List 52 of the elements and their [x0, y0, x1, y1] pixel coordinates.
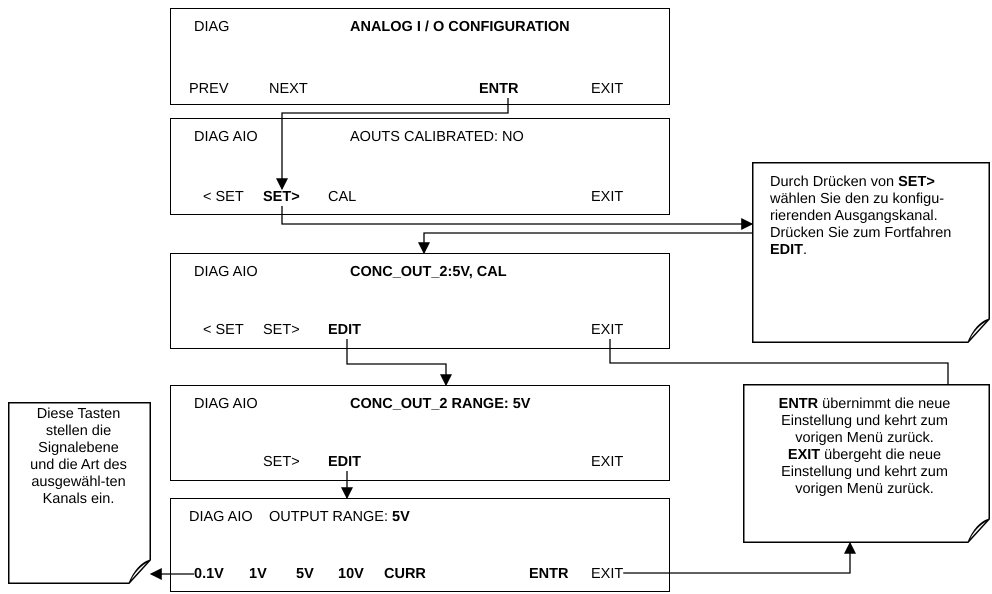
screen-heading: ANALOG I / O CONFIGURATION: [350, 19, 570, 36]
screen-heading: OUTPUT RANGE: 5V: [269, 509, 410, 526]
key-label: SET>: [263, 322, 300, 339]
screen-heading: DIAG AIO: [194, 264, 258, 281]
key-label: SET>: [263, 454, 300, 471]
screen-heading: DIAG AIO: [189, 509, 253, 526]
key-label: 5V: [296, 566, 314, 583]
arrow: [623, 542, 856, 574]
arrow: [276, 98, 509, 190]
key-label: < SET: [203, 189, 244, 206]
arrow: [346, 339, 452, 386]
display-screen: [170, 118, 670, 215]
key-label: NEXT: [269, 81, 308, 98]
note-text: ENTR übernimmt die neue Einstellung und kehrt zum vorigen Menü zurück.: [778, 396, 952, 447]
key-label: ENTR: [529, 566, 568, 583]
display-screen: [170, 385, 670, 481]
display-screen: [170, 8, 670, 105]
display-screen: [170, 253, 670, 349]
arrow: [341, 471, 353, 500]
note-card: [752, 162, 990, 343]
key-label: SET>: [263, 189, 300, 206]
screen-heading: DIAG: [194, 19, 230, 36]
key-label: EXIT: [591, 322, 624, 339]
key-label: EXIT: [591, 566, 624, 583]
screen-heading: CONC_OUT_2:5V, CAL: [350, 264, 507, 281]
arrow: [150, 568, 194, 580]
key-label: EDIT: [328, 454, 362, 471]
key-label: CAL: [328, 189, 356, 206]
screen-heading: CONC_OUT_2 RANGE: 5V: [350, 396, 530, 413]
screen-heading: DIAG AIO: [194, 129, 258, 146]
note-text: Durch Drücken von SET> wählen Sie den zu konfigu-rierenden Ausgangskanal. Drücken Sie zum Fortfahren EDIT.: [770, 174, 952, 259]
note-text: Diese Tasten stellen die Signalebene und die Art des ausgewähl-ten Kanals ein.: [29, 406, 128, 508]
key-label: 1V: [249, 566, 267, 583]
note-text: EXIT übergeht die neue Einstellung und kehrt zum vorigen Menü zurück.: [780, 447, 949, 498]
screen-heading: DIAG AIO: [194, 396, 258, 413]
arrow: [418, 232, 752, 254]
arrow: [281, 206, 754, 230]
key-label: EXIT: [591, 81, 624, 98]
note-card: [743, 384, 990, 543]
key-label: EDIT: [328, 322, 362, 339]
note-card: [8, 402, 151, 584]
key-label: EXIT: [591, 189, 624, 206]
display-screen: [170, 498, 670, 592]
key-label: PREV: [189, 81, 228, 98]
key-label: 0.1V: [194, 566, 224, 583]
key-label: EXIT: [591, 454, 624, 471]
key-label: < SET: [203, 322, 244, 339]
key-label: ENTR: [479, 81, 518, 98]
screen-heading: AOUTS CALIBRATED: NO: [350, 129, 524, 146]
key-label: 10V: [338, 566, 364, 583]
connector-line: [609, 339, 949, 384]
key-label: CURR: [384, 566, 426, 583]
